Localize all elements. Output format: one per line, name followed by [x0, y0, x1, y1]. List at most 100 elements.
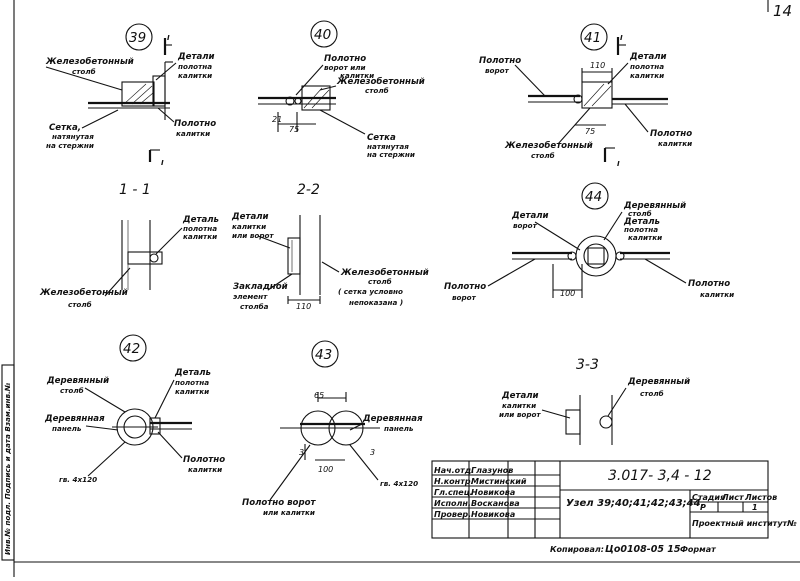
svg-text:Железобетонный: Железобетонный [45, 56, 134, 67]
svg-text:Деревянный: Деревянный [623, 201, 686, 211]
svg-text:столб: столб [68, 300, 92, 309]
svg-text:43: 43 [315, 347, 332, 363]
svg-text:Деревянный: Деревянный [627, 377, 690, 387]
svg-text:полотна: полотна [183, 224, 217, 233]
svg-text:полотна: полотна [178, 62, 212, 71]
tb-name: Новикова [471, 488, 515, 497]
tb-role: Гл.спец. [434, 488, 473, 497]
node-42: 42 Деревянный столб Деревянная панель Де… [44, 334, 225, 484]
svg-text:Полотно: Полотно [174, 119, 216, 129]
svg-text:21: 21 [272, 115, 282, 124]
svg-text:полотна: полотна [630, 62, 664, 71]
svg-text:ворот: ворот [513, 221, 538, 230]
svg-text:Детали: Детали [511, 211, 549, 221]
svg-text:Детали: Детали [501, 391, 539, 401]
svg-text:столб: столб [365, 86, 389, 95]
svg-text:42: 42 [123, 341, 140, 357]
svg-text:на стержни: на стержни [367, 150, 415, 159]
svg-text:калитки: калитки [658, 139, 692, 148]
tb-name: Глазунов [471, 466, 513, 475]
section-1-1-title: 1 - 1 [119, 182, 151, 198]
svg-text:Закладной: Закладной [233, 282, 288, 292]
svg-text:Деревянная: Деревянная [362, 414, 423, 424]
svg-text:панель: панель [384, 424, 414, 433]
svg-text:3: 3 [299, 448, 304, 457]
svg-text:40: 40 [314, 27, 331, 43]
tb-role: Н.контр. [434, 477, 474, 486]
tb-role: Нач.отд. [434, 466, 474, 475]
node-39: 39 I I Железобетонный столб Детали полот… [45, 23, 216, 167]
section-1-1: 1 - 1 Деталь полотна калитки Железобетон… [39, 182, 219, 309]
svg-text:Лист: Лист [721, 493, 745, 502]
svg-text:калитки: калитки [232, 222, 266, 231]
svg-text:Полотно ворот: Полотно ворот [242, 498, 317, 508]
svg-text:калитки: калитки [188, 465, 222, 474]
svg-text:3: 3 [370, 448, 375, 457]
svg-text:Деревянный: Деревянный [46, 376, 109, 386]
svg-text:Железобетонный: Железобетонный [504, 140, 593, 151]
section-3-3: 3-3 Детали калитки или ворот Деревянный … [499, 357, 690, 445]
svg-text:калитки: калитки [502, 401, 536, 410]
tb-org: Проектный институт№ [692, 519, 797, 528]
page-number: 14 [773, 2, 793, 20]
node-39-circle [125, 23, 153, 51]
svg-text:Полотно: Полотно [444, 282, 486, 292]
node-43: 43 65 3 100 3 Деревянная панель гв. 4х12… [242, 340, 423, 517]
node-41: 41 I 110 75 I Полотно ворот Детали полот… [479, 23, 692, 168]
svg-text:столба: столба [240, 302, 269, 311]
svg-text:I: I [167, 33, 170, 42]
tb-name: Новикова [471, 510, 515, 519]
svg-text:I: I [617, 159, 620, 168]
node-39-number: 39 [129, 30, 146, 46]
svg-text:Стадия: Стадия [692, 493, 725, 502]
footer: Копировал: Цо0108-05 15 Формат [550, 544, 717, 555]
svg-text:Детали: Детали [629, 52, 667, 62]
svg-text:натянутая: натянутая [367, 142, 409, 151]
svg-text:полотна: полотна [175, 378, 209, 387]
svg-text:элемент: элемент [233, 292, 268, 301]
svg-text:Железобетонный: Железобетонный [39, 287, 128, 298]
svg-text:полотна: полотна [624, 225, 658, 234]
svg-text:Деревянная: Деревянная [44, 414, 105, 424]
svg-text:Деталь: Деталь [182, 215, 219, 225]
svg-text:110: 110 [590, 61, 605, 70]
svg-text:или ворот: или ворот [499, 410, 541, 419]
svg-text:Копировал:: Копировал: [550, 545, 604, 554]
svg-text:Цо0108-05 15: Цо0108-05 15 [605, 544, 681, 555]
svg-text:Сетка,: Сетка, [49, 123, 81, 133]
section-2-2: 2-2 Детали калитки или ворот Закладной э… [231, 182, 429, 311]
svg-text:непоказана ): непоказана ) [349, 298, 403, 307]
svg-text:калитки: калитки [175, 387, 209, 396]
svg-text:панель: панель [52, 424, 82, 433]
svg-text:столб: столб [72, 67, 96, 76]
svg-text:Железобетонный: Железобетонный [340, 267, 429, 278]
svg-text:1: 1 [752, 503, 758, 512]
svg-text:( сетка условно: ( сетка условно [338, 287, 403, 296]
svg-text:ворот: ворот [485, 66, 510, 75]
section-3-3-title: 3-3 [576, 357, 599, 373]
svg-text:калитки: калитки [628, 233, 662, 242]
tb-name: Восканова [471, 499, 520, 508]
svg-text:100: 100 [560, 289, 575, 298]
svg-text:Листов: Листов [744, 493, 777, 502]
svg-text:I: I [620, 33, 623, 42]
svg-text:столб: столб [368, 277, 392, 286]
svg-text:110: 110 [296, 302, 311, 311]
svg-text:Детали: Детали [231, 212, 269, 222]
svg-text:75: 75 [585, 127, 595, 136]
svg-text:Формат: Формат [680, 545, 717, 554]
svg-text:или калитки: или калитки [263, 508, 315, 517]
svg-text:65: 65 [314, 391, 324, 400]
node-40: 40 Полотно ворот или калитки Железобетон… [258, 20, 425, 159]
svg-text:Полотно: Полотно [688, 279, 730, 289]
tb-name: Мистинский [471, 477, 527, 486]
svg-text:натянутая: натянутая [52, 132, 94, 141]
svg-text:или ворот: или ворот [232, 231, 274, 240]
side-stamp: Инв.№ подл. Подпись и дата Взам.инв.№ [1, 364, 15, 561]
tb-description: Узел 39;40;41;42;43;44. [566, 498, 704, 509]
tb-code: 3.017- 3,4 - 12 [608, 468, 712, 484]
title-block: Нач.отд. Глазунов Н.контр. Мистинский Гл… [431, 460, 797, 539]
svg-text:Детали: Детали [177, 52, 215, 62]
